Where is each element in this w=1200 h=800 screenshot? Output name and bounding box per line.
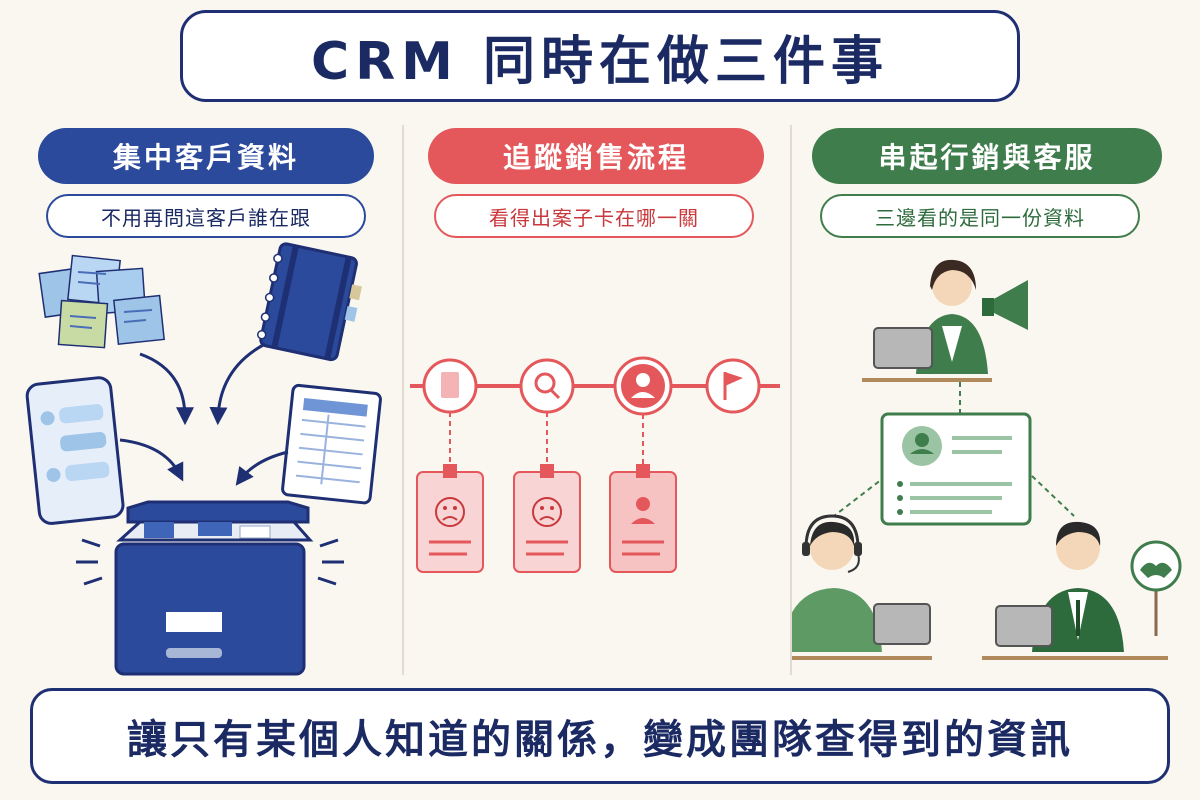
column-subtitle-pipeline-label: 看得出案子卡在哪一關: [489, 205, 699, 230]
customer-profile-card-icon: [880, 412, 1032, 526]
column-subtitle-centralize-label: 不用再問這客戶誰在跟: [101, 205, 311, 230]
spreadsheet-icon: [281, 383, 382, 505]
column-heading-connect-label: 串起行銷與客服: [878, 141, 1096, 174]
support-agent-headset-icon: [792, 514, 932, 660]
person-icon: [613, 356, 673, 416]
column-heading-centralize: 集中客戶資料: [38, 128, 374, 184]
person-card-icon: [609, 464, 677, 573]
column-subtitle-centralize: 不用再問這客戶誰在跟: [46, 194, 366, 238]
salesperson-handshake-icon: [982, 521, 1182, 660]
column-subtitle-connect: 三邊看的是同一份資料: [820, 194, 1140, 238]
sad-face-icon: [513, 464, 581, 573]
column-heading-connect: 串起行銷與客服: [812, 128, 1162, 184]
column-divider-2: [790, 125, 792, 675]
page-title: CRM 同時在做三件事: [310, 31, 890, 92]
column-subtitle-pipeline: 看得出案子卡在哪一關: [434, 194, 754, 238]
summary-banner: 讓只有某個人知道的關係，變成團隊查得到的資訊: [30, 688, 1170, 784]
column-subtitle-connect-label: 三邊看的是同一份資料: [875, 205, 1085, 230]
pipeline-illustration: [410, 356, 780, 573]
flag-icon: [705, 358, 761, 414]
phone-chat-icon: [25, 376, 125, 525]
column-divider-1: [402, 125, 404, 675]
summary-text: 讓只有某個人知道的關係，變成團隊查得到的資訊: [127, 717, 1073, 763]
sad-face-icon: [416, 464, 484, 573]
marketer-megaphone-icon: [862, 259, 1028, 382]
search-icon: [519, 358, 575, 414]
centralize-illustration: [25, 242, 382, 676]
document-icon: [422, 358, 478, 414]
title-banner: CRM 同時在做三件事: [180, 10, 1020, 102]
connect-illustration: [792, 259, 1182, 660]
column-heading-pipeline-label: 追蹤銷售流程: [502, 141, 689, 174]
sticky-notes-icon: [38, 254, 165, 349]
column-heading-pipeline: 追蹤銷售流程: [428, 128, 764, 184]
notebook-icon: [256, 242, 362, 362]
column-heading-centralize-label: 集中客戶資料: [112, 141, 299, 174]
file-cabinet-icon: [76, 500, 344, 676]
